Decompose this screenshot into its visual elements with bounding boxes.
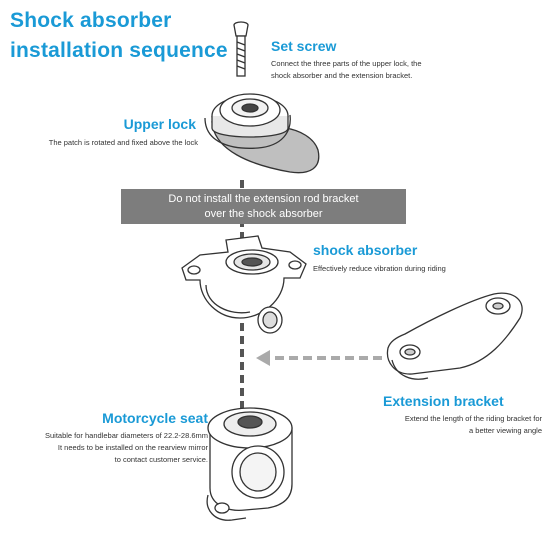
extension-bracket-desc-line-2: a better viewing angle <box>346 425 542 437</box>
extension-bracket-desc-line-1: Extend the length of the riding bracket … <box>346 413 542 425</box>
set-screw-description: Connect the three parts of the upper loc… <box>271 58 541 82</box>
set-screw-heading: Set screw <box>271 38 336 54</box>
extension-bracket-description: Extend the length of the riding bracket … <box>346 413 542 437</box>
motorcycle-seat-desc-line-2: It needs to be installed on the rearview… <box>4 442 208 454</box>
set-screw-desc-line-1: Connect the three parts of the upper loc… <box>271 58 541 70</box>
extension-bracket-illustration <box>387 293 522 379</box>
shock-absorber-illustration <box>182 236 306 333</box>
shock-absorber-desc-line-1: Effectively reduce vibration during ridi… <box>313 263 543 275</box>
warning-banner: Do not install the extension rod bracket… <box>121 189 406 224</box>
warning-line-1: Do not install the extension rod bracket <box>121 192 406 207</box>
motorcycle-seat-desc-line-1: Suitable for handlebar diameters of 22.2… <box>4 430 208 442</box>
shock-absorber-description: Effectively reduce vibration during ridi… <box>313 263 543 275</box>
motorcycle-seat-desc-line-3: to contact customer service. <box>4 454 208 466</box>
warning-line-2: over the shock absorber <box>121 207 406 222</box>
set-screw-desc-line-2: shock absorber and the extension bracket… <box>271 70 541 82</box>
set-screw-illustration <box>234 22 248 76</box>
upper-lock-desc-line-1: The patch is rotated and fixed above the… <box>8 137 198 149</box>
shock-absorber-heading: shock absorber <box>313 242 417 258</box>
bracket-arrow-head <box>256 350 270 366</box>
motorcycle-seat-description: Suitable for handlebar diameters of 22.2… <box>4 430 208 466</box>
extension-bracket-heading: Extension bracket <box>383 393 504 409</box>
upper-lock-description: The patch is rotated and fixed above the… <box>8 137 198 149</box>
motorcycle-seat-heading: Motorcycle seat <box>70 410 208 426</box>
upper-lock-illustration <box>205 94 319 173</box>
upper-lock-heading: Upper lock <box>100 116 196 132</box>
motorcycle-seat-illustration <box>207 408 292 520</box>
